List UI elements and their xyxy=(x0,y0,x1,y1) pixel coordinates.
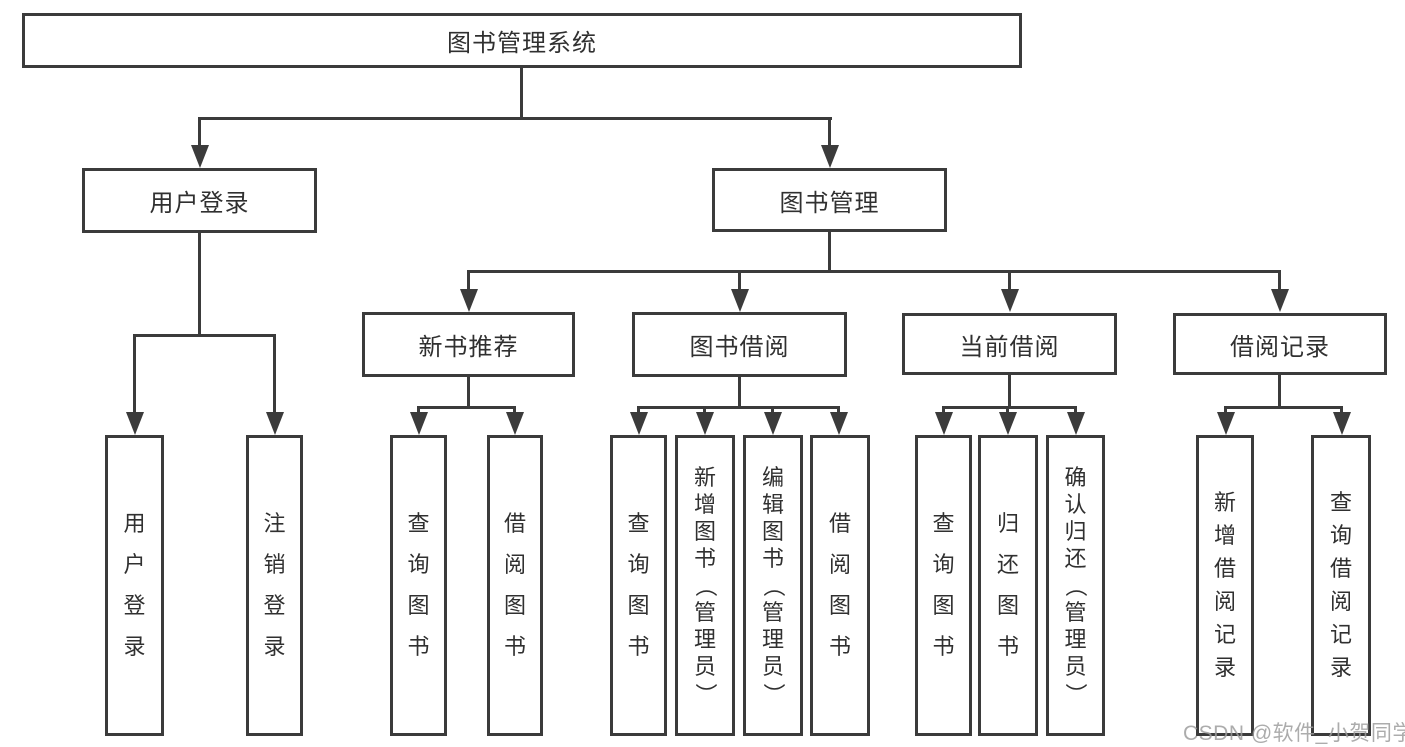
leaf-add-book-admin-label: 新增图书（管理员） xyxy=(692,464,718,705)
arrow-down-icon xyxy=(1001,289,1019,312)
connector-line xyxy=(467,377,470,408)
connector-line xyxy=(771,406,774,414)
node-library-system-label: 图书管理系统 xyxy=(447,30,597,57)
node-current-borrow: 当前借阅 xyxy=(902,313,1117,375)
connector-line xyxy=(637,406,640,414)
connector-line xyxy=(1008,270,1011,290)
connector-line xyxy=(1224,406,1342,409)
connector-line xyxy=(133,334,275,337)
leaf-user-login: 用户登录 xyxy=(105,435,164,736)
arrow-down-icon xyxy=(821,145,839,168)
connector-line xyxy=(1006,406,1009,414)
leaf-borrow-book-1: 借阅图书 xyxy=(487,435,543,736)
arrow-down-icon xyxy=(764,412,782,435)
connector-line xyxy=(738,270,741,290)
connector-line xyxy=(837,406,840,414)
leaf-query-borrow-record: 查询借阅记录 xyxy=(1311,435,1371,736)
node-new-book-recommend: 新书推荐 xyxy=(362,312,575,377)
leaf-confirm-return-admin-label: 确认归还（管理员） xyxy=(1063,464,1089,705)
arrow-down-icon xyxy=(830,412,848,435)
connector-line xyxy=(637,406,840,409)
node-book-management: 图书管理 xyxy=(712,168,947,232)
connector-line xyxy=(703,406,706,414)
leaf-confirm-return-admin: 确认归还（管理员） xyxy=(1046,435,1105,736)
arrow-down-icon xyxy=(410,412,428,435)
arrow-down-icon xyxy=(506,412,524,435)
leaf-add-borrow-record-label: 新增借阅记录 xyxy=(1213,490,1236,680)
connector-line xyxy=(273,334,276,414)
node-book-management-label: 图书管理 xyxy=(779,189,880,217)
node-book-borrow: 图书借阅 xyxy=(632,312,847,377)
leaf-borrow-book-2: 借阅图书 xyxy=(810,435,870,736)
arrow-down-icon xyxy=(126,412,144,435)
leaf-query-book-2-label: 查询图书 xyxy=(627,511,650,659)
connector-line xyxy=(467,270,1281,273)
node-borrow-records-label: 借阅记录 xyxy=(1230,333,1330,361)
arrow-down-icon xyxy=(1067,412,1085,435)
leaf-query-book-3: 查询图书 xyxy=(915,435,972,736)
connector-line xyxy=(1224,406,1227,414)
leaf-return-book-label: 归还图书 xyxy=(996,511,1019,659)
leaf-query-book-1: 查询图书 xyxy=(390,435,447,736)
connector-line xyxy=(1074,406,1077,414)
connector-line xyxy=(828,117,831,147)
csdn-watermark: CSDN @软件_小贺同学 xyxy=(1183,722,1405,745)
arrow-down-icon xyxy=(1271,289,1289,312)
node-library-system: 图书管理系统 xyxy=(22,13,1022,68)
connector-line xyxy=(198,233,201,336)
leaf-edit-book-admin: 编辑图书（管理员） xyxy=(743,435,803,736)
leaf-logout: 注销登录 xyxy=(246,435,303,736)
node-borrow-records: 借阅记录 xyxy=(1173,313,1387,375)
leaf-borrow-book-1-label: 借阅图书 xyxy=(503,511,526,659)
arrow-down-icon xyxy=(1333,412,1351,435)
connector-line xyxy=(942,406,1077,409)
arrow-down-icon xyxy=(935,412,953,435)
connector-line xyxy=(1278,375,1281,408)
connector-line xyxy=(828,232,831,272)
node-new-book-recommend-label: 新书推荐 xyxy=(418,334,519,361)
leaf-query-book-1-label: 查询图书 xyxy=(407,511,430,659)
arrow-down-icon xyxy=(630,412,648,435)
connector-line xyxy=(1008,375,1011,408)
connector-line xyxy=(1340,406,1343,414)
arrow-down-icon xyxy=(1217,412,1235,435)
node-user-login-label: 用户登录 xyxy=(149,190,250,217)
connector-line xyxy=(417,406,420,414)
connector-line xyxy=(1278,270,1281,290)
node-user-login: 用户登录 xyxy=(82,168,317,233)
connector-line xyxy=(520,67,523,118)
node-book-borrow-label: 图书借阅 xyxy=(689,334,790,361)
arrow-down-icon xyxy=(191,145,209,168)
leaf-return-book: 归还图书 xyxy=(978,435,1038,736)
connector-line xyxy=(198,117,832,120)
connector-line xyxy=(513,406,516,414)
leaf-logout-label: 注销登录 xyxy=(263,511,286,659)
connector-line xyxy=(738,377,741,408)
connector-line xyxy=(198,117,201,147)
leaf-query-borrow-record-label: 查询借阅记录 xyxy=(1329,490,1352,680)
arrow-down-icon xyxy=(266,412,284,435)
leaf-query-book-3-label: 查询图书 xyxy=(932,511,955,659)
arrow-down-icon xyxy=(696,412,714,435)
leaf-query-book-2: 查询图书 xyxy=(610,435,667,736)
arrow-down-icon xyxy=(731,289,749,312)
leaf-edit-book-admin-label: 编辑图书（管理员） xyxy=(760,464,786,705)
leaf-user-login-label: 用户登录 xyxy=(123,511,146,659)
connector-line xyxy=(467,270,470,290)
connector-line xyxy=(133,334,136,414)
arrow-down-icon xyxy=(999,412,1017,435)
leaf-add-borrow-record: 新增借阅记录 xyxy=(1196,435,1254,736)
node-current-borrow-label: 当前借阅 xyxy=(959,333,1060,361)
leaf-borrow-book-2-label: 借阅图书 xyxy=(828,511,851,659)
connector-line xyxy=(417,406,516,409)
connector-line xyxy=(942,406,945,414)
leaf-add-book-admin: 新增图书（管理员） xyxy=(675,435,735,736)
arrow-down-icon xyxy=(460,289,478,312)
